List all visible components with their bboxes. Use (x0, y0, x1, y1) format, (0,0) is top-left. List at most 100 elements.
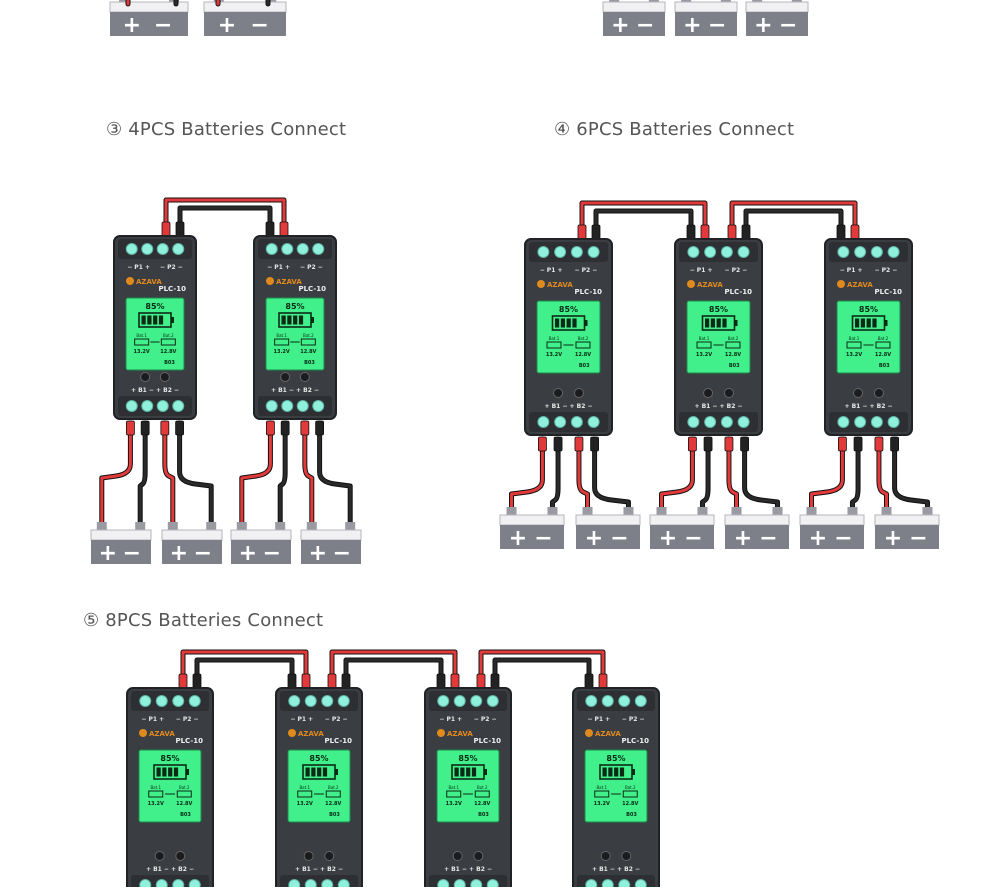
battery-level-cap (884, 320, 888, 326)
label-p1: − P1 + (840, 267, 863, 274)
terminal-top (470, 695, 483, 707)
battery-body (603, 12, 665, 36)
connector-red (700, 224, 710, 240)
connector-bottom (688, 436, 697, 452)
bat2-label: Bat.2 (328, 785, 339, 790)
label-p1: − P1 + (127, 264, 150, 271)
terminal-bottom (125, 400, 138, 412)
terminal-bottom (321, 879, 334, 891)
device-button-left (553, 388, 564, 398)
device-button-right (473, 851, 484, 861)
terminal-bottom (870, 416, 883, 428)
bat2-label: Bat.2 (163, 333, 174, 338)
label-p2: − P2 − (325, 716, 348, 723)
bat2-voltage: 12.8V (325, 801, 341, 807)
bat1-voltage: 13.2V (134, 349, 150, 355)
bat2-label: Bat.2 (179, 785, 190, 790)
battery-terminal-negative (547, 507, 558, 516)
brand-logo-icon (837, 280, 845, 288)
battery-plus-sign: + (170, 541, 188, 566)
bat1-icon (148, 790, 164, 798)
battery-minus-sign: − (759, 526, 777, 551)
battery-top (674, 1, 738, 13)
wire-black-top (195, 658, 294, 690)
battery-level-segment (156, 767, 161, 777)
battery-plus-sign: + (239, 541, 257, 566)
battery-top-row-4: +− (674, 0, 738, 38)
lcd-screen (265, 297, 325, 371)
model-name: PLC-10 (874, 288, 902, 296)
wire-black-top-outline (177, 205, 273, 239)
bat1-voltage: 13.2V (148, 801, 164, 807)
wire-red-top (181, 650, 308, 690)
battery-4pcs-1: +− (90, 522, 152, 566)
battery-minus-sign: − (263, 541, 281, 566)
terminal-bottom (634, 879, 647, 891)
bat1-label: Bat.1 (136, 333, 147, 338)
bat2-voltage: 12.8V (875, 352, 891, 358)
battery-percent: 85% (160, 754, 179, 763)
terminal-top (887, 246, 900, 258)
connector-bottom (538, 436, 547, 452)
device-bottom-strip (829, 412, 908, 432)
connector-red (279, 221, 289, 237)
terminal-bottom (453, 879, 466, 891)
terminal-top (139, 695, 152, 707)
label-p1: − P1 + (540, 267, 563, 274)
wire-battery (100, 421, 132, 527)
label-b1-b2: + B1 − + B2 − (131, 387, 179, 394)
brand-logo-icon (288, 729, 296, 737)
bat1-icon (297, 790, 313, 798)
status-code: B03 (329, 812, 340, 818)
connector-bottom (740, 436, 749, 452)
terminal-top (141, 243, 154, 255)
battery-terminal-negative (922, 507, 933, 516)
device-8pcs-2: − P1 +− P2 −+ B1 − + B2 −AZAVAPLC-1085%B… (275, 687, 363, 891)
device-button-left (703, 388, 714, 398)
terminal-bottom (304, 879, 317, 891)
brand-name: AZAVA (847, 281, 873, 289)
device-bottom-strip (529, 412, 608, 432)
terminal-top (125, 243, 138, 255)
connector-red (598, 673, 608, 689)
wire-battery (877, 437, 889, 512)
battery-level-segment (716, 318, 721, 328)
battery-terminal-positive (236, 522, 247, 531)
device-top-strip (829, 242, 908, 262)
device-bottom-strip (118, 396, 192, 416)
bat1-voltage: 13.2V (446, 801, 462, 807)
battery-plus-sign: + (754, 13, 772, 38)
terminal-top (634, 695, 647, 707)
label-p1: − P1 + (267, 264, 290, 271)
brand-logo-icon (585, 729, 593, 737)
label-p2: − P2 − (574, 267, 597, 274)
model-name: PLC-10 (621, 737, 649, 745)
terminal-bottom (437, 879, 450, 891)
connector-red (727, 224, 737, 240)
battery-minus-sign: − (834, 526, 852, 551)
battery-terminal-negative (772, 507, 783, 516)
brand-logo-icon (139, 729, 147, 737)
battery-level-segment (322, 767, 328, 777)
device-button-right (573, 388, 584, 398)
bat1-voltage: 13.2V (594, 801, 610, 807)
device-button-right (873, 388, 884, 398)
connector-red (178, 673, 188, 689)
battery-percent: 85% (859, 305, 878, 314)
label-b1-b2: + B1 − + B2 − (444, 866, 492, 873)
device-button-left (853, 388, 864, 398)
battery-minus-sign: − (534, 526, 552, 551)
bat2-label: Bat.2 (878, 336, 889, 341)
device-4pcs-1: − P1 +− P2 −+ B1 − + B2 −AZAVAPLC-1085%B… (113, 235, 197, 420)
label-p2: − P2 − (160, 264, 183, 271)
wire-battery (303, 421, 314, 527)
battery-minus-sign: − (610, 526, 628, 551)
battery-terminal-positive (306, 522, 317, 531)
label-p2: − P2 − (176, 716, 199, 723)
battery-minus-sign: − (154, 13, 172, 38)
connector-black (287, 673, 297, 689)
bat1-label: Bat.1 (699, 336, 710, 341)
terminal-bottom (296, 400, 309, 412)
connector-bottom (315, 420, 325, 436)
